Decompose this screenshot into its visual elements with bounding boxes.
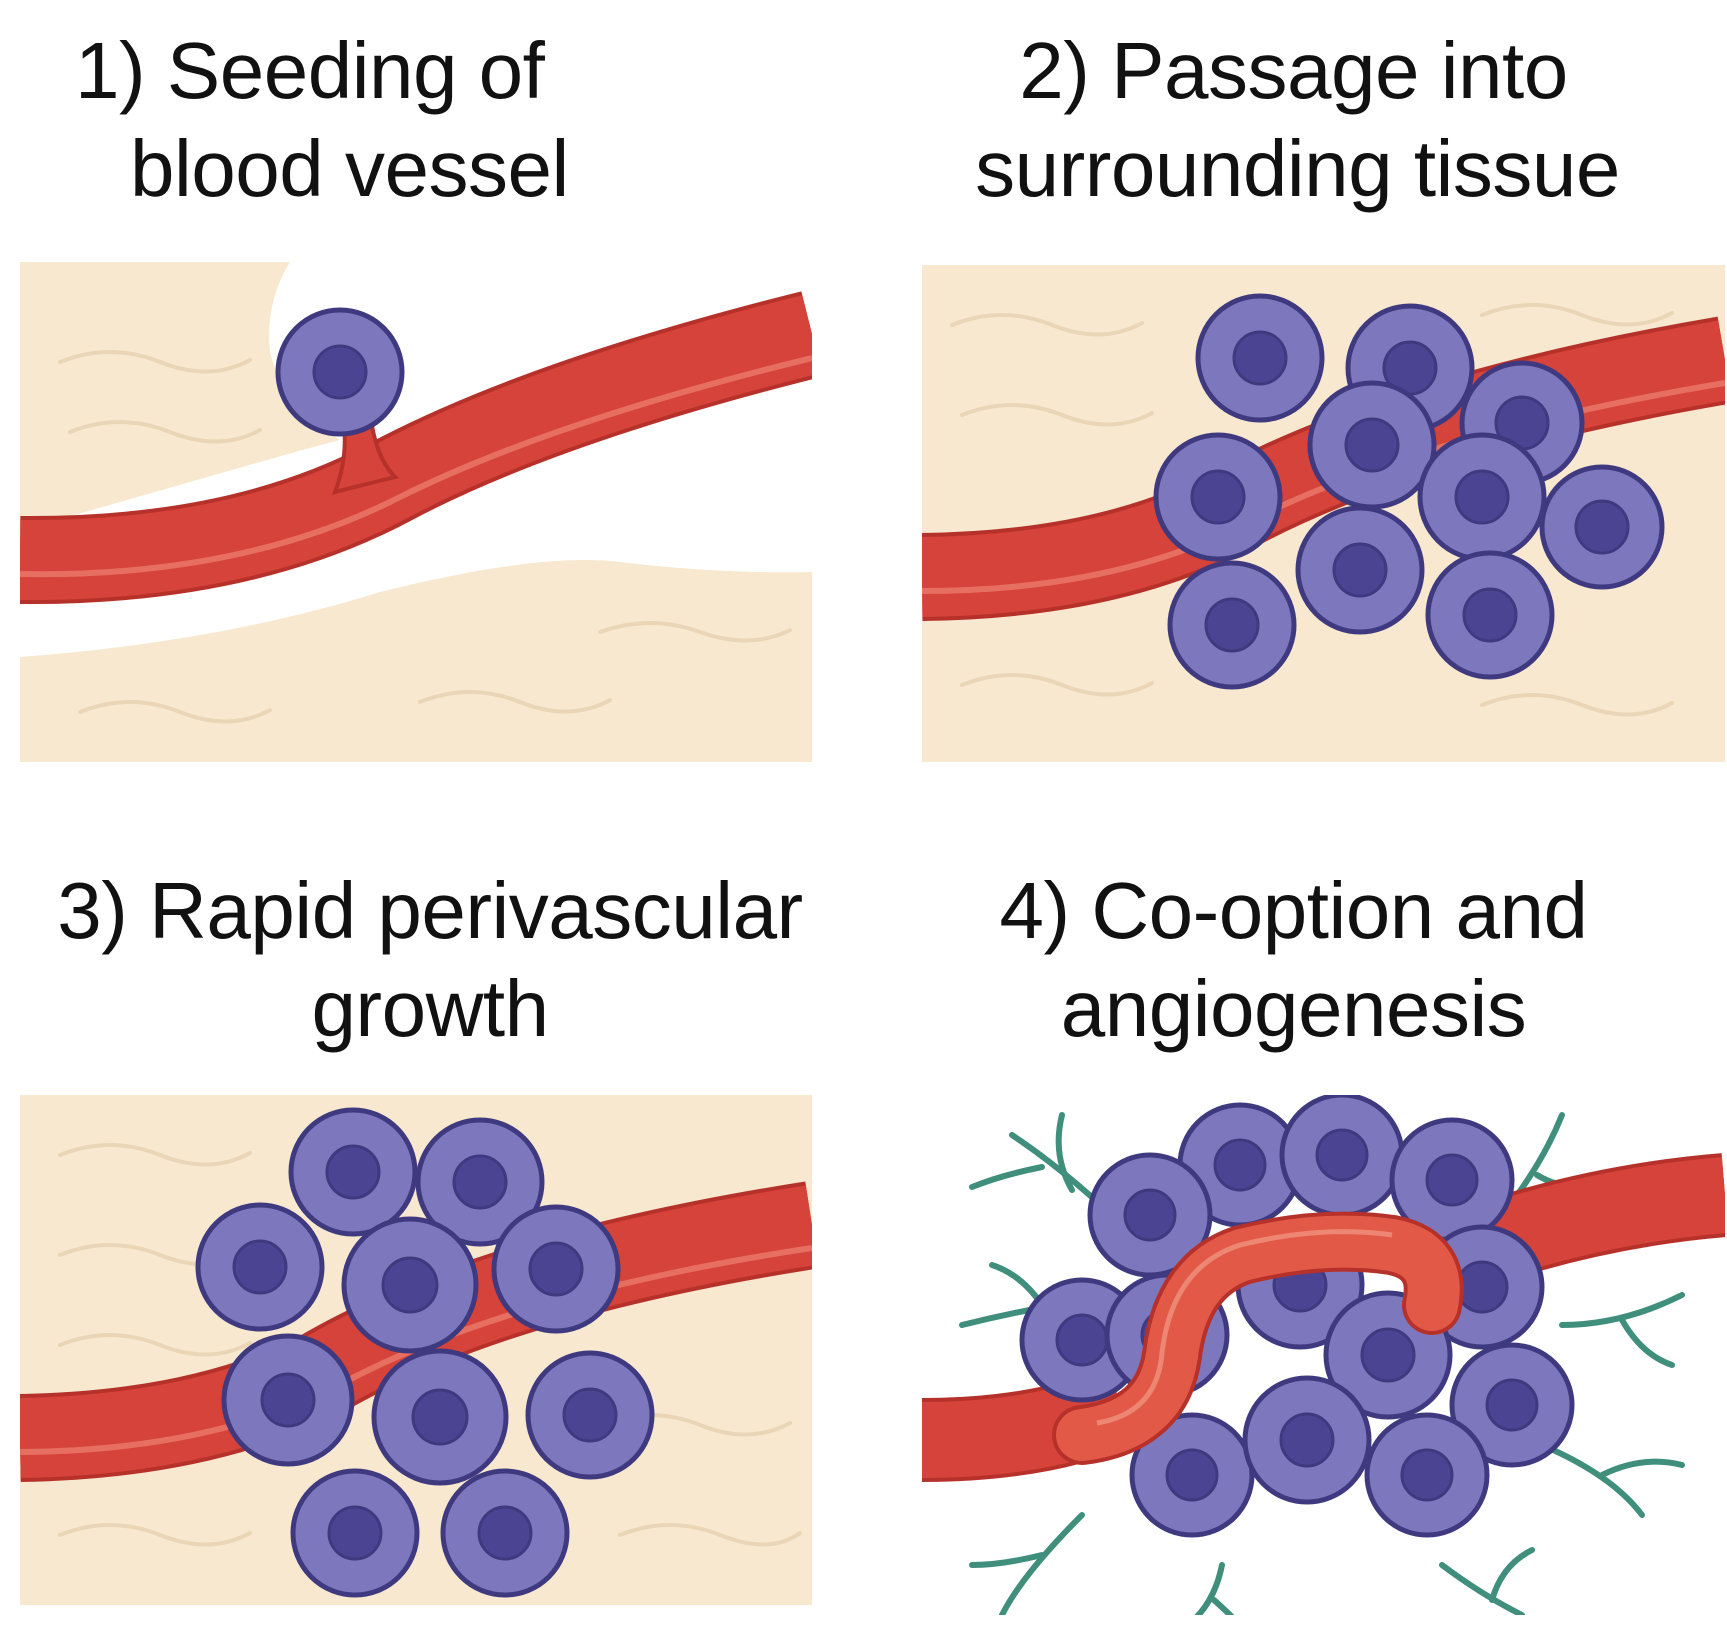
- blood-vessel-icon: [20, 1181, 812, 1482]
- passage-illustration: [922, 265, 1725, 762]
- title-line-2: angiogenesis: [1060, 964, 1527, 1053]
- title-line-2: surrounding tissue: [975, 124, 1620, 213]
- panel-seeding: 1) Seeding of blood vessel: [0, 0, 860, 800]
- blood-vessel-icon: [20, 291, 812, 605]
- title-line-2: blood vessel: [130, 124, 569, 213]
- growth-illustration: [20, 1095, 812, 1605]
- co-opted-vessel: [1052, 1211, 1464, 1465]
- panel-perivascular-growth: 3) Rapid perivascular growth: [0, 800, 860, 1632]
- title-line-1: 2) Passage into: [1019, 26, 1568, 115]
- panel-title: 4) Co-option and angiogenesis: [860, 862, 1727, 1058]
- panel-passage: 2) Passage into surrounding tissue: [860, 0, 1727, 800]
- tumor-cluster: [1019, 1095, 1575, 1538]
- panel-co-option-angiogenesis: 4) Co-option and angiogenesis: [860, 800, 1727, 1632]
- tumor-cluster: [195, 1107, 655, 1598]
- panel-title: 2) Passage into surrounding tissue: [860, 22, 1727, 218]
- panel-title: 1) Seeding of blood vessel: [75, 22, 615, 218]
- tumor-cluster: [1153, 293, 1665, 690]
- tumor-cell-icon: [275, 307, 405, 437]
- seeding-illustration: [20, 262, 812, 762]
- angiogenesis-illustration: [922, 1095, 1725, 1615]
- panel-title: 3) Rapid perivascular growth: [0, 862, 860, 1058]
- title-line-1: 3) Rapid perivascular: [57, 866, 803, 955]
- title-line-1: 4) Co-option and: [999, 866, 1588, 955]
- title-line-1: 1) Seeding of: [75, 26, 545, 115]
- title-line-2: growth: [311, 964, 549, 1053]
